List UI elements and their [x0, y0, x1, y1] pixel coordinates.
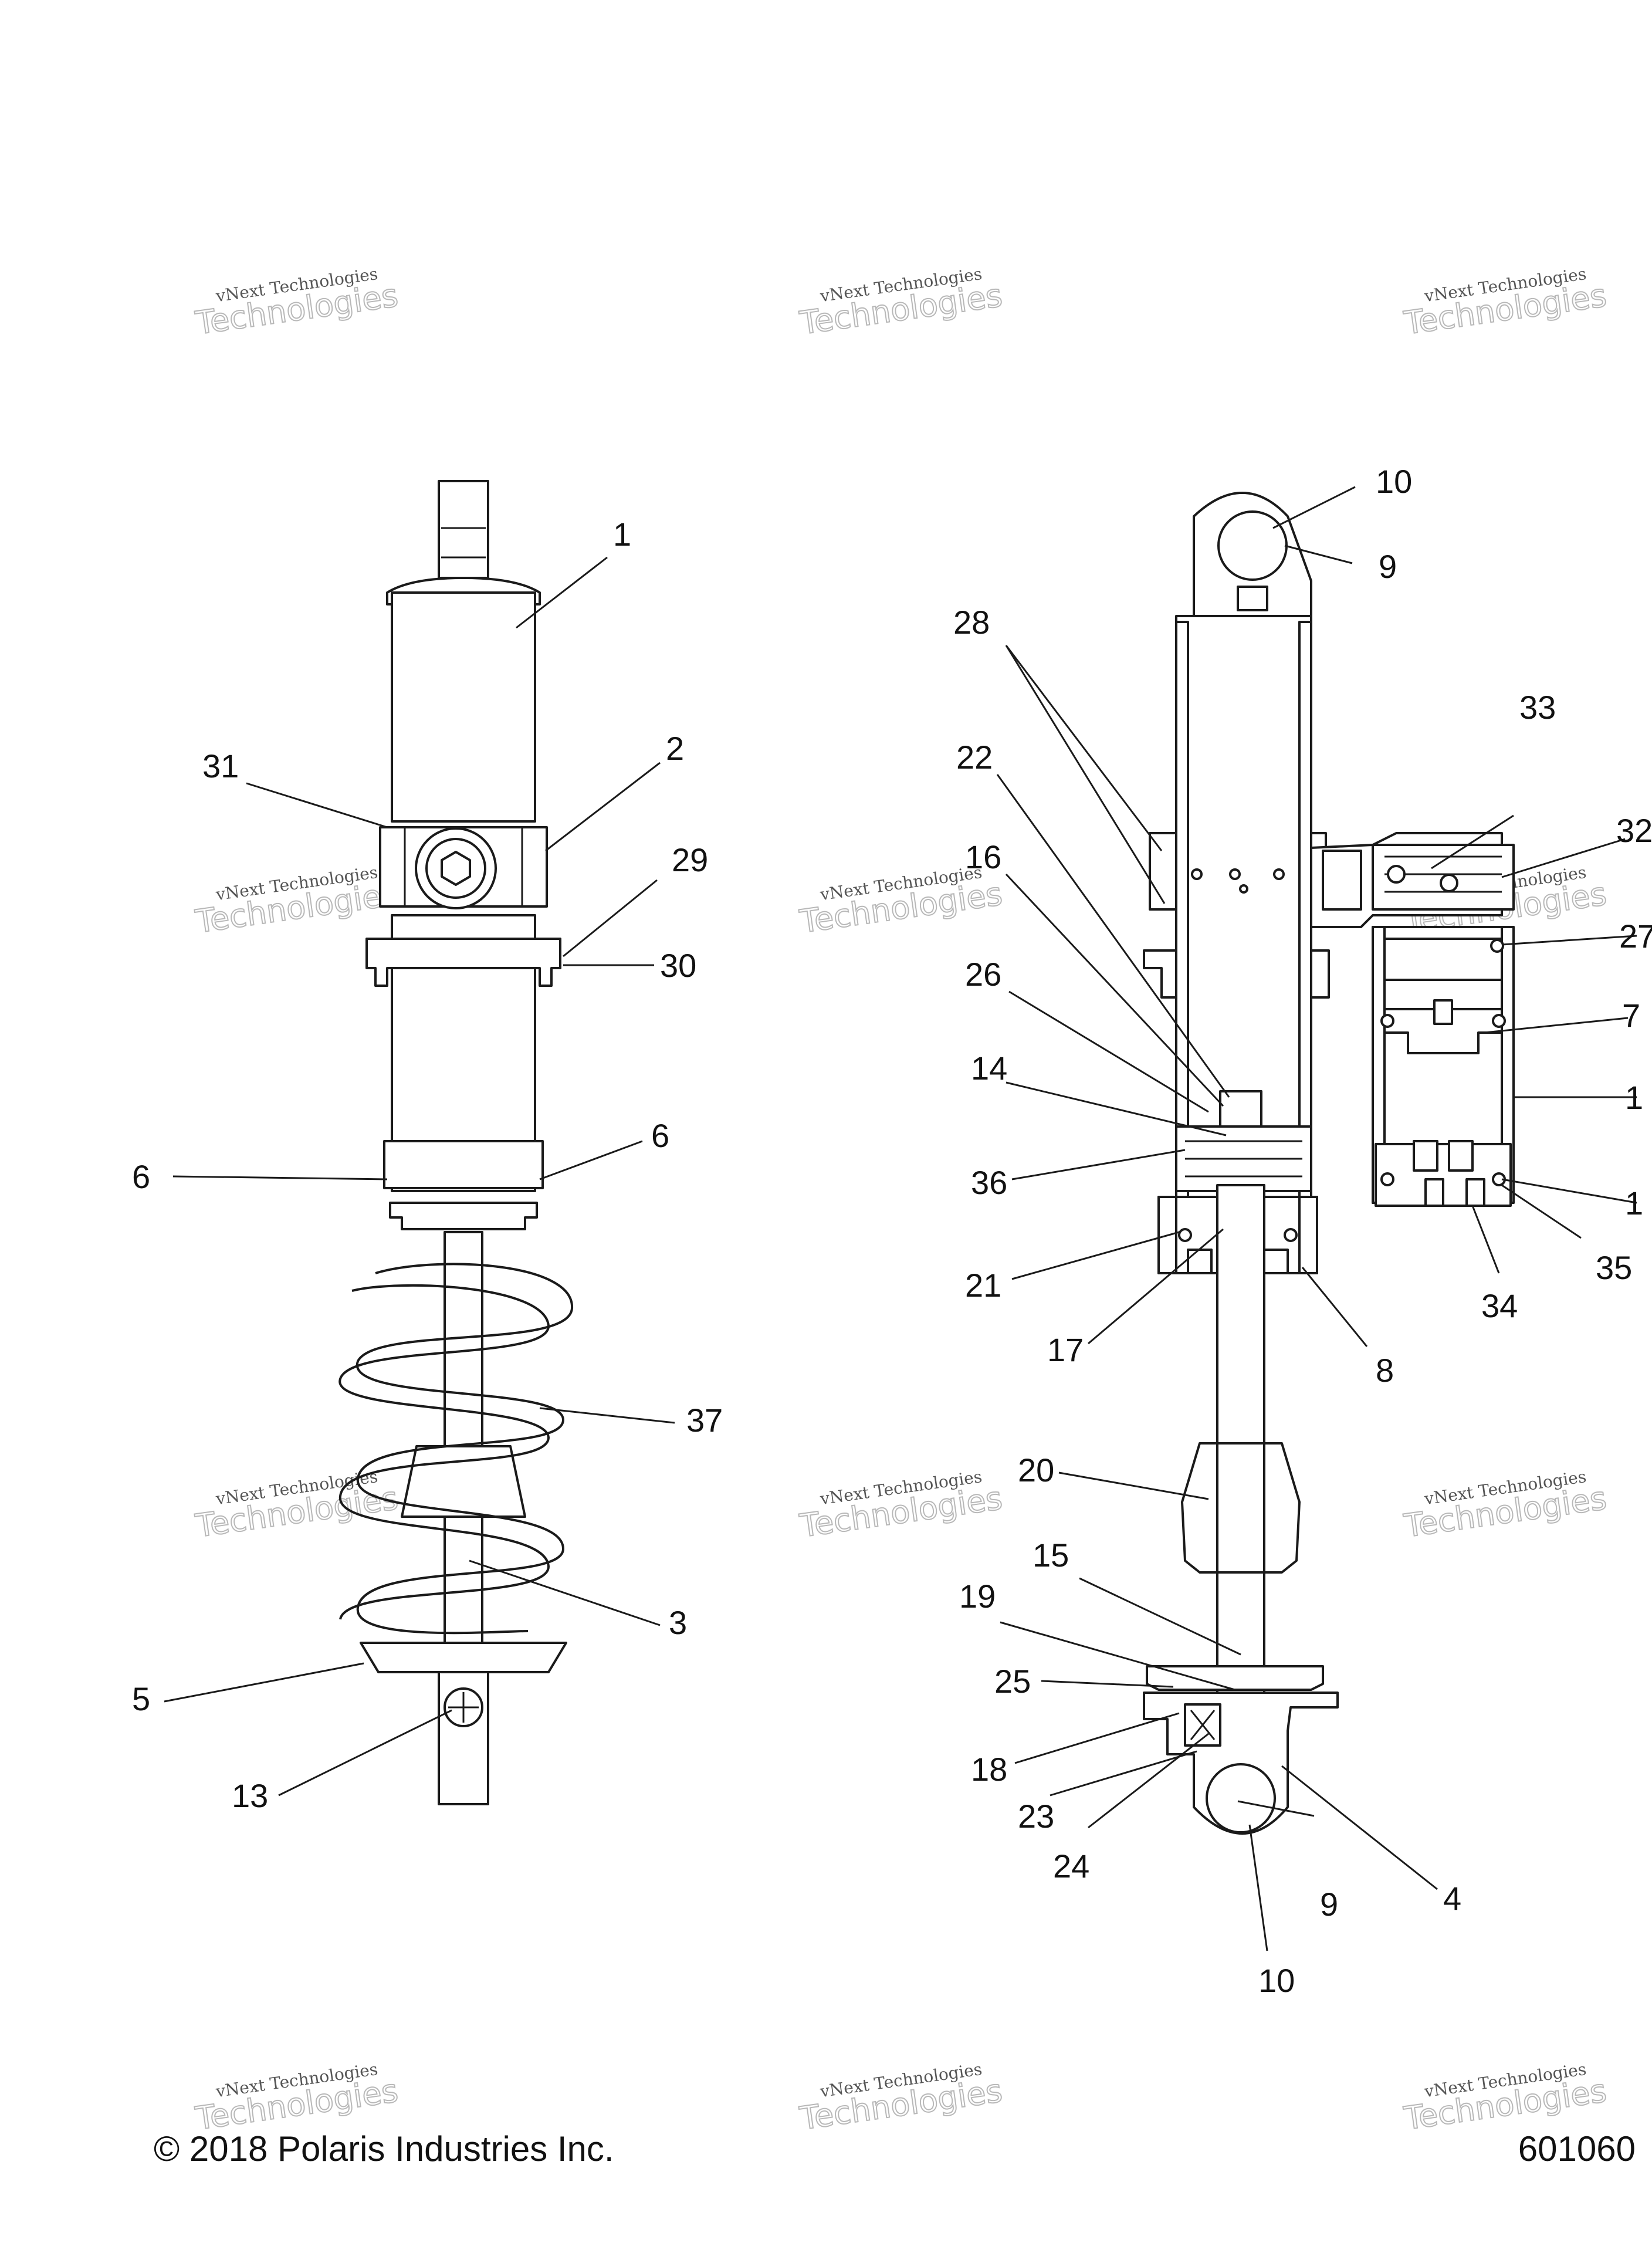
watermark: vNext Technologies Technologies — [1401, 264, 1609, 343]
callout-7: 7 — [1622, 997, 1640, 1034]
spring-collar — [365, 938, 561, 987]
cylinder-wall-right — [1298, 621, 1312, 1204]
callout-36: 36 — [971, 1164, 1007, 1201]
piston-nut — [1219, 1090, 1262, 1128]
top-stud — [438, 480, 489, 579]
callout-33: 33 — [1519, 689, 1556, 726]
callout-17: 17 — [1047, 1331, 1084, 1368]
callout-6-left: 6 — [132, 1158, 150, 1195]
callout-35: 35 — [1596, 1249, 1632, 1286]
callout-14: 14 — [971, 1050, 1007, 1087]
callout-32: 32 — [1616, 812, 1652, 849]
callout-37: 37 — [686, 1402, 723, 1439]
callout-10-bottom: 10 — [1258, 1962, 1295, 1999]
reservoir-body — [391, 591, 536, 823]
collar-clip — [1149, 832, 1177, 911]
callout-30: 30 — [660, 947, 696, 984]
callout-29: 29 — [672, 841, 708, 878]
shock-cross-section-view — [1143, 492, 1515, 1835]
callout-20: 20 — [1018, 1452, 1054, 1489]
callout-9-bottom: 9 — [1320, 1886, 1338, 1923]
callout-5: 5 — [132, 1680, 150, 1717]
spring-retainer-clip — [1143, 949, 1177, 999]
callout-28: 28 — [953, 604, 990, 641]
copyright-notice: © 2018 Polaris Industries Inc. — [154, 2129, 614, 2169]
callout-8: 8 — [1376, 1352, 1394, 1389]
callout-18: 18 — [971, 1751, 1007, 1788]
seal-cap — [389, 1202, 538, 1230]
callout-16: 16 — [965, 838, 1001, 875]
watermark: vNext Technologies Technologies — [192, 1467, 401, 1545]
reservoir-cap — [1383, 938, 1503, 981]
watermark: vNext Technologies Technologies — [1401, 1467, 1609, 1545]
callout-19: 19 — [959, 1578, 996, 1615]
watermark: vNext Technologies Technologies — [1401, 2059, 1609, 2138]
callout-27: 27 — [1619, 918, 1652, 955]
leader-lines — [164, 486, 1637, 1951]
callout-23: 23 — [1018, 1798, 1054, 1835]
watermark: vNext Technologies Technologies — [192, 264, 401, 343]
upper-eye-bushing — [1217, 510, 1288, 581]
spring-seat — [360, 1642, 567, 1673]
callout-21: 21 — [965, 1267, 1001, 1304]
watermark: vNext Technologies Technologies — [797, 264, 1005, 343]
callout-24: 24 — [1053, 1848, 1089, 1885]
callout-1-end-cap: 1 — [1625, 1185, 1643, 1222]
watermark: vNext Technologies Technologies — [797, 2059, 1005, 2138]
callout-26: 26 — [965, 956, 1001, 993]
callout-15: 15 — [1032, 1537, 1069, 1574]
callout-10-top: 10 — [1376, 463, 1412, 500]
callout-31: 31 — [202, 747, 239, 784]
callout-22: 22 — [956, 739, 993, 776]
body-flange — [383, 1140, 544, 1189]
callout-34: 34 — [1481, 1287, 1518, 1324]
lower-eye-bushing — [1206, 1763, 1276, 1833]
callout-25: 25 — [994, 1663, 1031, 1700]
figure-number: 601060 — [1518, 2129, 1636, 2169]
callout-6-right: 6 — [651, 1117, 669, 1154]
watermark: vNext Technologies Technologies — [797, 1467, 1005, 1545]
shock-shaft — [444, 1231, 483, 1644]
callout-1: 1 — [613, 516, 631, 553]
callout-4: 4 — [1443, 1880, 1461, 1917]
callout-1-reservoir: 1 — [1625, 1079, 1643, 1116]
callout-2: 2 — [666, 730, 684, 767]
callout-3: 3 — [669, 1604, 687, 1641]
watermark: vNext Technologies Technologies — [192, 862, 401, 941]
shock-exterior-view — [338, 480, 574, 1805]
callout-labels: 1 2 31 29 30 6 6 37 3 5 13 10 9 28 22 16… — [132, 463, 1652, 1999]
cylinder-wall-left — [1175, 621, 1189, 1204]
watermark: vNext Technologies Technologies — [192, 2059, 401, 2138]
callout-13: 13 — [232, 1777, 268, 1814]
callout-9-top: 9 — [1379, 548, 1397, 585]
adjuster-hex — [441, 851, 471, 886]
coil-spring — [338, 1263, 574, 1635]
lower-spring-seat — [1146, 1665, 1324, 1691]
